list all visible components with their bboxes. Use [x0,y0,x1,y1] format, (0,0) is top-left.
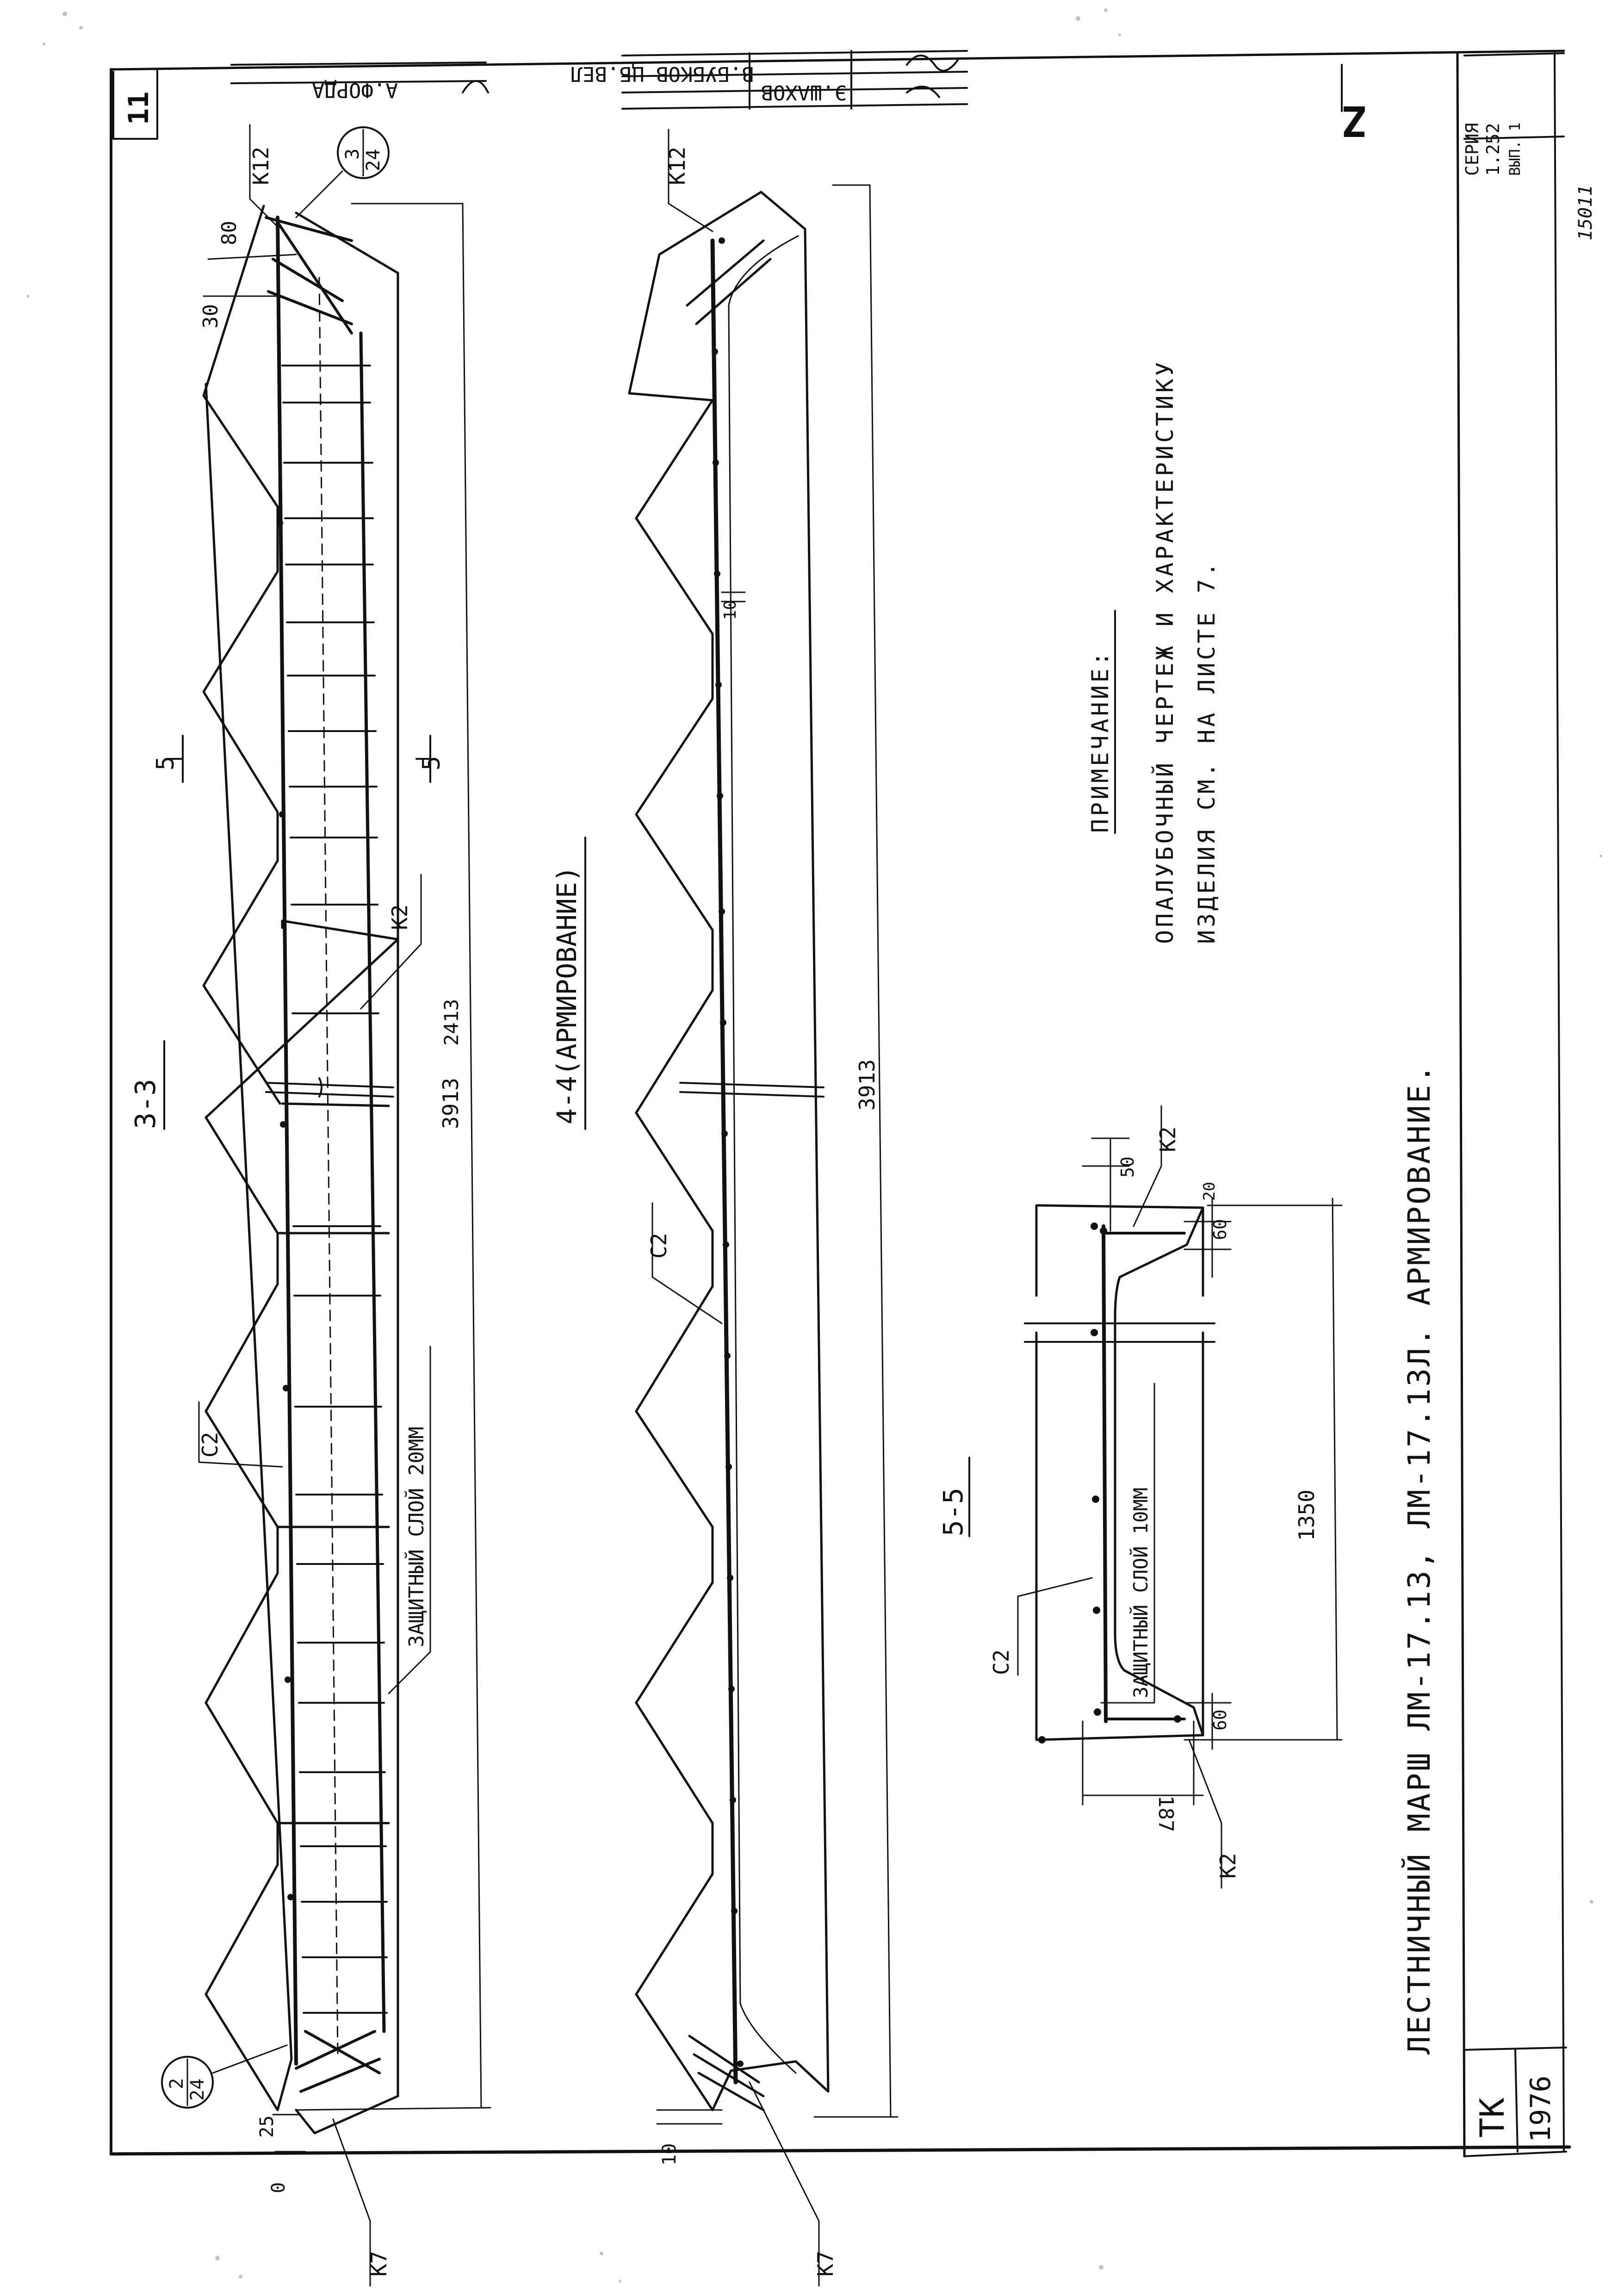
section-4-4: 3913 10 10 К12 С2 К7 4-4(АРМИРОВАНИЕ) [551,129,899,2287]
dim-187: 187 [1154,1795,1178,1832]
svg-text:3: 3 [342,149,363,160]
dim-60-bottom: 60 [1210,1709,1230,1731]
tag-k7-4-4: К7 [813,2251,838,2277]
sheet-frame [109,50,1571,2158]
dim-80: 80 [217,221,241,245]
callout-bottom: 2 24 [161,2044,288,2109]
section-4-4-title: 4-4(АРМИРОВАНИЕ) [551,866,583,1124]
stamp-line-2: Э.ШАХОВ [761,81,847,104]
series-code: ТК [1473,2097,1512,2138]
series-label: СЕРИЯ [1462,123,1482,176]
svg-text:24: 24 [363,149,384,171]
tag-k12-3-3: К12 [248,147,273,185]
dim-length-4-4 [813,184,899,2118]
rebar-c2-bottom [359,331,386,2033]
dim-10: 10 [721,600,740,620]
section-5-5: 1350 50 20 60 60 187 С2 К2 К2 ЗАЩИТНЫЙ С… [937,1105,1343,1889]
title-block: ЛЕСТНИЧНЫЙ МАРШ ЛМ-17.13, ЛМ-17.13Л. АРМ… [1401,1063,1567,2153]
note-line-2: ИЗДЕЛИЯ СМ. НА ЛИСТЕ 7. [1193,560,1220,944]
rebar-dots-5-5 [1038,1222,1181,1744]
note-block: ПРИМЕЧАНИЕ: ОПАЛУБОЧНЫЙ ЧЕРТЕЖ И ХАРАКТЕ… [1087,359,1220,944]
tag-k2-5-5-bottom: К2 [1215,1853,1240,1879]
signature [462,55,959,98]
cover-note-3-3: ЗАЩИТНЫЙ СЛОЙ 20ММ [404,1427,428,1647]
stamp-strip: 11 В.БУБКОВ ЦБ.ВЕЛ Э.ШАХОВ А.ФОРДА Z СЕР… [112,50,1596,241]
tag-k2-3-3: К2 [387,905,412,930]
dim-length-3-3-note: 2413 [440,999,463,1046]
svg-text:2: 2 [166,2078,187,2089]
dim-25: 25 [256,2116,278,2138]
inventory-number: 15011 [1575,185,1596,241]
cover-note-5-5: ЗАЩИТНЫЙ СЛОЙ 10ММ [1129,1488,1152,1698]
dim-length-4-4-label: 3913 [855,1059,880,1111]
stamp-line-3: А.ФОРДА [312,78,398,102]
dim-length-3-3-label: 3913 [438,1078,463,1129]
dim-width-5-5-label: 1350 [1294,1489,1319,1541]
tag-c2-4-4: С2 [646,1233,671,1259]
tag-k2-5-5-top: К2 [1155,1127,1180,1152]
section-5-5-title: 5-5 [937,1488,969,1536]
dim-30: 30 [199,304,223,329]
drawing-title: ЛЕСТНИЧНЫЙ МАРШ ЛМ-17.13, ЛМ-17.13Л. АРМ… [1401,1063,1437,2054]
callout-top: 3 24 [295,126,390,218]
rebar-dots [277,520,294,1900]
rebar-c2-4-4 [710,238,738,2085]
section-3-3-outline [205,383,399,2111]
year: 1976 [1525,2076,1557,2143]
tag-c2-5-5: С2 [989,1650,1014,1675]
tag-c2-3-3: С2 [198,1432,223,1458]
note-heading: ПРИМЕЧАНИЕ: [1087,649,1114,833]
sheet-cell: Z [1342,96,1367,145]
section-3-3-title: 3-3 [130,1079,162,1129]
section-4-4-outline [628,191,830,2111]
rebar-c2-5-5 [1102,1224,1108,1723]
dim-10-bottom: 10 [659,2143,680,2166]
dim-0: 0 [268,2182,289,2193]
section-3-3: 3913 2413 80 30 25 0 3 24 2 24 К12 С2 К2… [130,124,491,2287]
rebar-dots-4-4 [712,237,744,2067]
svg-text:24: 24 [187,2079,208,2101]
stirrups-k2 [281,365,388,2014]
sheet-number: 11 [123,92,155,125]
dim-20: 20 [1200,1182,1219,1201]
dim-60-top: 60 [1210,1219,1230,1240]
dim-length-3-3 [295,203,491,2111]
series-value: 1.252 [1483,123,1503,176]
series-issue: ВЫП. 1 [1506,122,1524,176]
stamp-line-1: В.БУБКОВ ЦБ.ВЕЛ [570,62,754,86]
dim-50: 50 [1117,1156,1138,1178]
note-line-1: ОПАЛУБОЧНЫЙ ЧЕРТЕЖ И ХАРАКТЕРИСТИКУ [1151,359,1178,944]
scan-noise [26,8,1602,2283]
